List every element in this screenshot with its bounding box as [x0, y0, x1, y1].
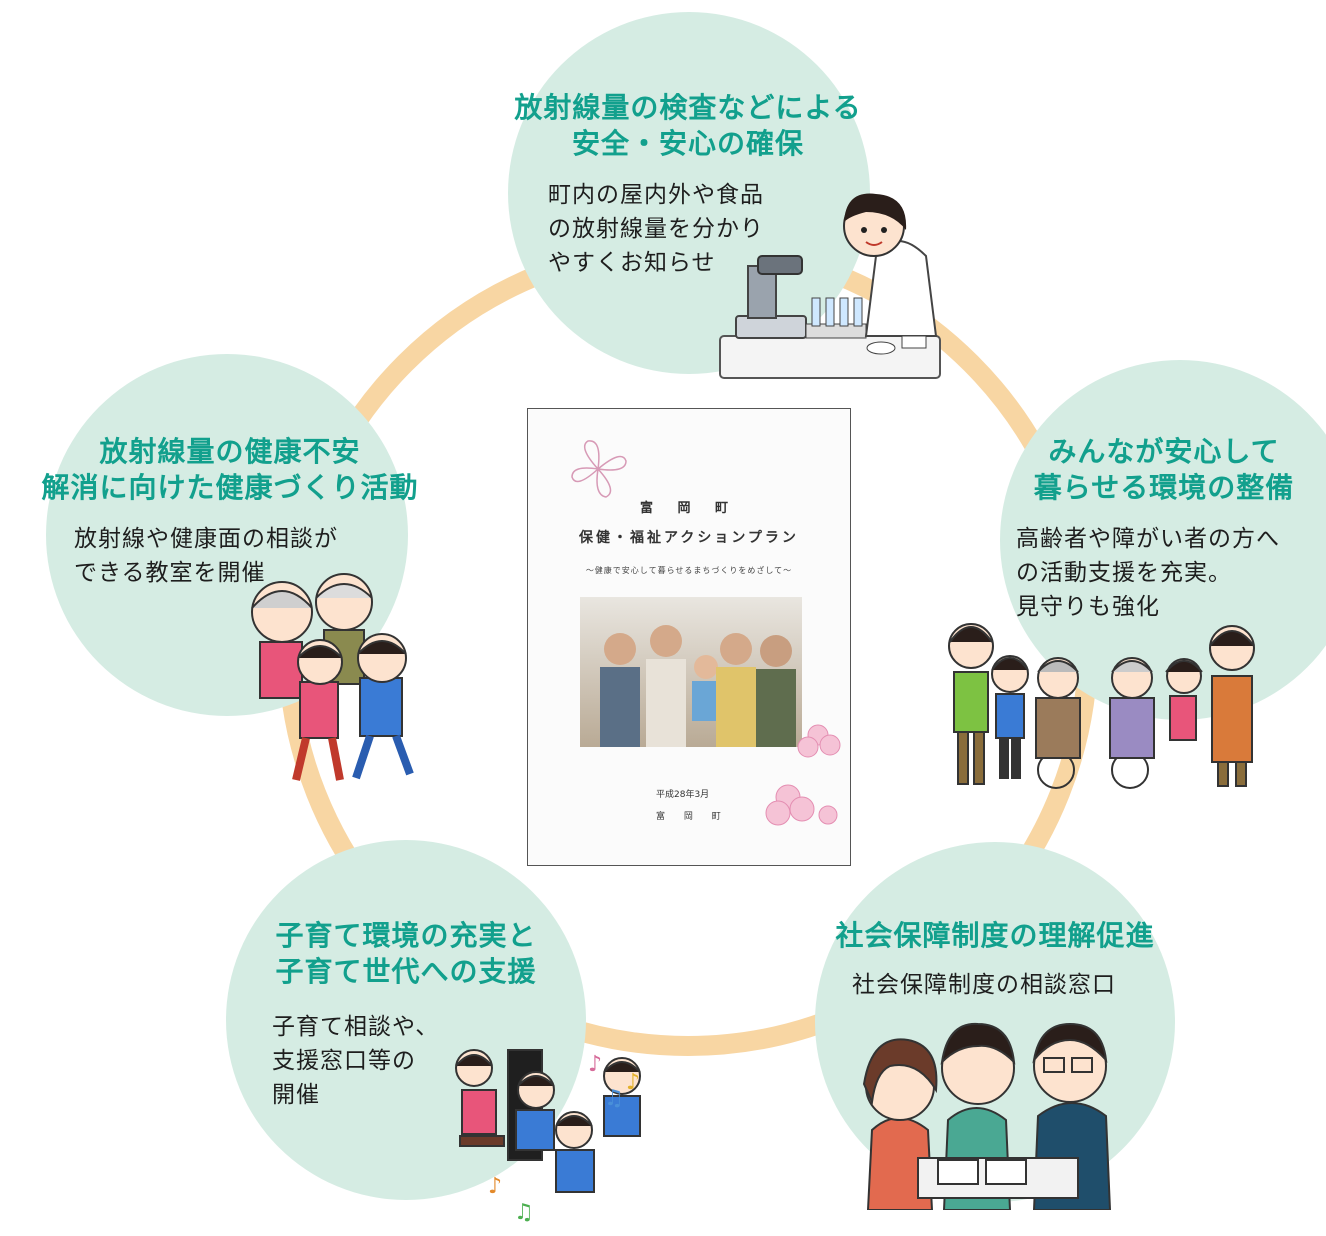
- cherry-blossom-icon: [765, 724, 841, 826]
- music-note-icon: ♪: [626, 1070, 641, 1095]
- booklet-town-footer: 富 岡 町: [656, 812, 729, 822]
- music-note-icon: ♪: [588, 1052, 603, 1077]
- bubble-bottom-right-title: 社会保障制度の理解促進: [835, 919, 1155, 952]
- music-note-icon: ♪: [488, 1174, 503, 1199]
- booklet-town: 富 岡 町: [639, 501, 739, 516]
- bubble-top-title: 放射線量の検査などによる安全・安心の確保: [514, 91, 862, 160]
- booklet-date: 平成28年3月: [656, 790, 710, 800]
- consultation-counter-illustration: [862, 1022, 1112, 1210]
- family-photo: [580, 597, 802, 747]
- children-piano-singing-illustration: [455, 1049, 641, 1193]
- bubble-bottom-right-body: 社会保障制度の相談窓口: [852, 972, 1116, 998]
- flower-icon: [571, 440, 627, 498]
- booklet-title: 保健・福祉アクションプラン: [579, 530, 799, 546]
- bubble-right-body: 高齢者や障がい者の方への活動支援を充実。見守りも強化: [1016, 526, 1280, 620]
- bubble-right-title: みんなが安心して暮らせる環境の整備: [1033, 435, 1295, 504]
- music-note-icon: ♫: [604, 1086, 624, 1111]
- elderly-children-jogging-illustration: [251, 573, 414, 781]
- booklet-subtitle: ～健康で安心して暮らせるまちづくりをめざして～: [585, 566, 793, 575]
- bubble-left-title: 放射線量の健康不安解消に向けた健康づくり活動: [41, 435, 419, 504]
- caregivers-wheelchair-illustration: [948, 623, 1255, 789]
- scientist-microscope-illustration: [719, 193, 941, 379]
- bubble-top-body: 町内の屋内外や食品の放射線量を分かりやすくお知らせ: [548, 182, 764, 276]
- bubble-bottom-left-body: 子育て相談や、支援窓口等の開催: [272, 1014, 440, 1108]
- bubble-bottom-left-title: 子育て環境の充実と子育て世代への支援: [275, 919, 537, 988]
- music-note-icon: ♫: [514, 1200, 534, 1225]
- bubble-top: [508, 12, 870, 374]
- action-plan-booklet: 富 岡 町 保健・福祉アクションプラン ～健康で安心して暮らせるまちづくりをめざ…: [527, 408, 851, 866]
- bubble-left-body: 放射線や健康面の相談ができる教室を開催: [74, 526, 338, 586]
